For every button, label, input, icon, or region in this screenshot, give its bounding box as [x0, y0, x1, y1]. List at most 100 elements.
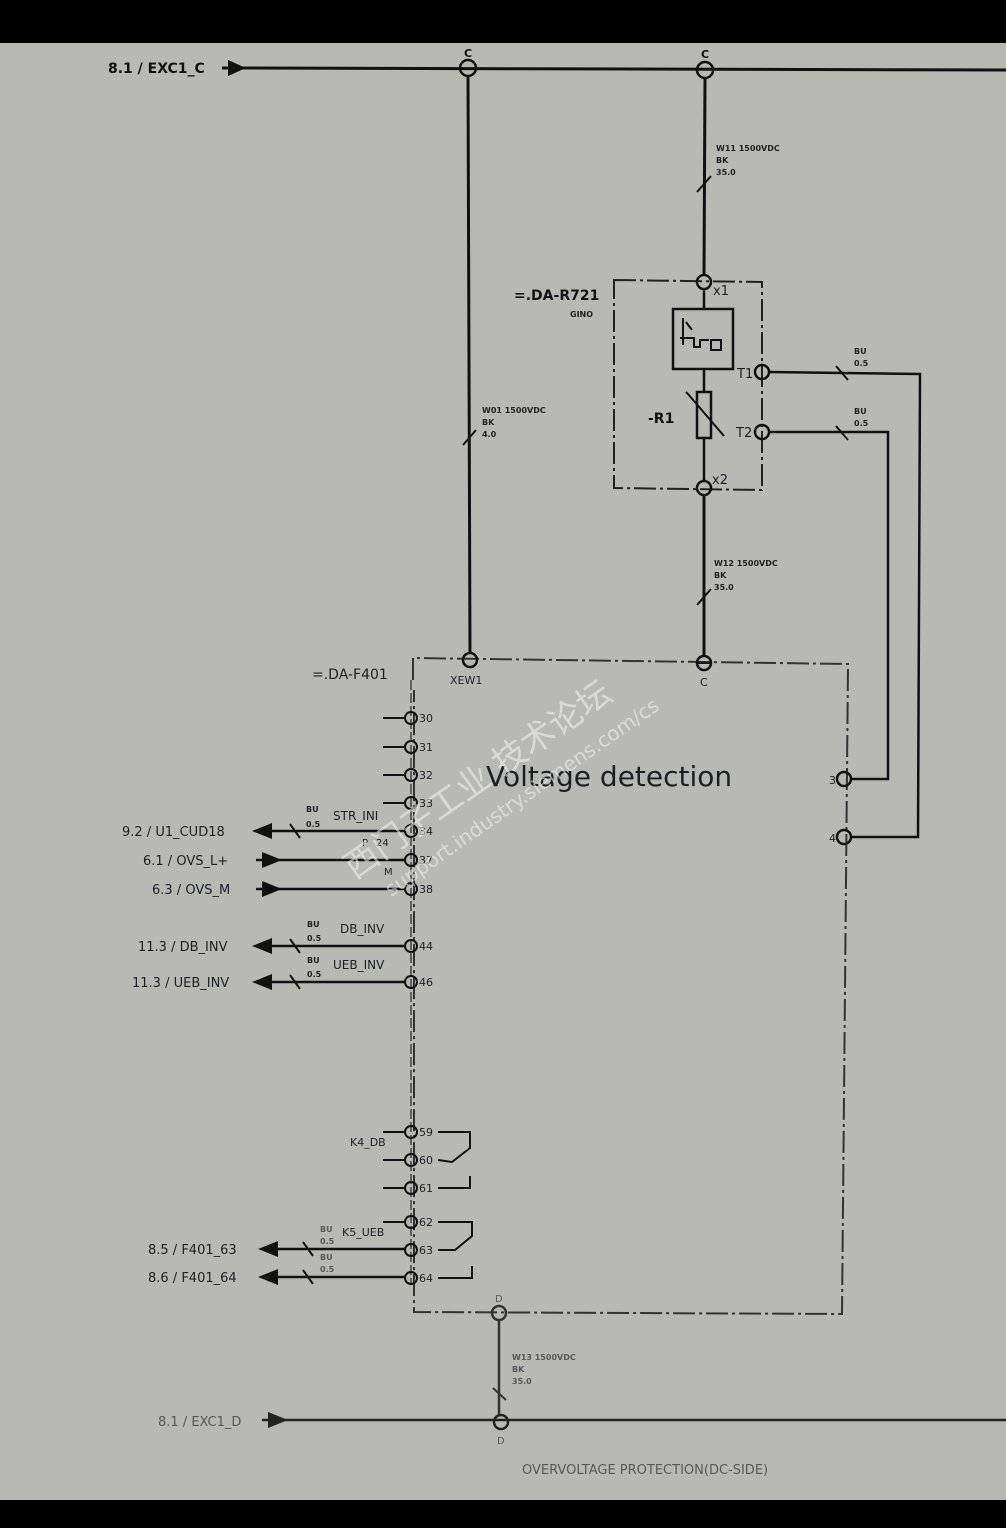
sheet-footer-title: OVERVOLTAGE PROTECTION(DC-SIDE) — [522, 1463, 768, 1478]
wire-extra: 24 — [376, 838, 389, 849]
terminal-61[interactable] — [404, 1181, 418, 1195]
cable-w11-id: W11 1500VDC — [716, 144, 780, 153]
schematic-diagram: 8.1 / EXC1_C C C W01 1500VDC BK 4.0 W11 … — [108, 47, 1006, 1478]
cable-w12: W12 1500VDC BK 35.0 — [696, 495, 778, 656]
cable-w12-color: BK — [714, 571, 727, 580]
terminal-62[interactable] — [404, 1215, 418, 1229]
cable-t1-color: BU — [854, 347, 867, 356]
terminal-44-label: 44 — [419, 940, 433, 953]
arrow-left-icon — [258, 1269, 278, 1285]
wire-extra: P — [362, 838, 368, 849]
terminal-32[interactable] — [404, 768, 418, 782]
terminal-4[interactable] — [835, 828, 853, 846]
terminal-3[interactable] — [835, 770, 853, 788]
terminal-xew1-label: XEW1 — [450, 674, 482, 687]
cable-w01-id: W01 1500VDC — [482, 406, 546, 415]
node-d-bottom[interactable] — [492, 1413, 510, 1431]
arrow-left-icon — [252, 974, 272, 990]
node-c-right-label: C — [701, 48, 709, 61]
cable-w11: W11 1500VDC BK 35.0 — [696, 77, 780, 275]
signal-u1-cud18[interactable]: 9.2 / U1_CUD18 BU 0.5 STR_INI P 24 — [122, 805, 405, 849]
wire-extra: M — [384, 867, 393, 878]
f401-name: =.DA-F401 — [312, 667, 388, 683]
wire-size: 0.5 — [307, 970, 322, 979]
cable-slash-icon — [289, 938, 301, 954]
wire-color: BU — [307, 920, 320, 929]
terminal-xew1[interactable] — [461, 651, 479, 669]
signal-ovs-l-plus[interactable]: 6.1 / OVS_L+ M — [143, 852, 405, 878]
terminal-37-label: 37 — [419, 854, 433, 867]
terminal-30[interactable] — [404, 711, 418, 725]
bottom-bus: 8.1 / EXC1_D D — [158, 1412, 1006, 1447]
cable-slash-icon — [289, 823, 301, 839]
cable-slash-icon — [302, 1241, 314, 1257]
cable-w11-color: BK — [716, 156, 729, 165]
terminal-33-label: 33 — [419, 797, 433, 810]
terminal-d-label: D — [495, 1294, 503, 1305]
cable-slash-icon — [462, 429, 477, 446]
arrow-left-icon — [258, 1241, 278, 1257]
terminal-x1-label: x1 — [713, 284, 729, 299]
terminal-59-label: 59 — [419, 1126, 433, 1139]
wire-name: UEB_INV — [333, 958, 385, 972]
arrow-left-icon — [252, 938, 272, 954]
signal-ref: 8.6 / F401_64 — [148, 1271, 237, 1286]
wire-name: STR_INI — [333, 809, 378, 823]
signal-db-inv[interactable]: 11.3 / DB_INV BU 0.5 DB_INV — [138, 920, 405, 955]
signal-f401-64[interactable]: 8.6 / F401_64 BU 0.5 — [148, 1253, 405, 1286]
signal-ref: 11.3 / UEB_INV — [132, 976, 229, 991]
relay-k4-label: K4_DB — [350, 1136, 386, 1149]
terminal-x2-label: x2 — [712, 473, 728, 488]
signal-f401-63[interactable]: 8.5 / F401_63 BU 0.5 — [148, 1225, 405, 1258]
terminal-62-label: 62 — [419, 1216, 433, 1229]
relay-k4-db: K4_DB — [350, 1131, 471, 1189]
cable-w01: W01 1500VDC BK 4.0 — [462, 75, 546, 655]
cable-w01-size: 4.0 — [482, 430, 497, 439]
cable-w12-size: 35.0 — [714, 583, 734, 592]
wire-name: DB_INV — [340, 922, 385, 936]
wire-color: BU — [320, 1253, 333, 1262]
terminal-59[interactable] — [404, 1125, 418, 1139]
cable-slash-icon — [835, 425, 849, 441]
terminal-t1-label: T1 — [736, 367, 753, 382]
bottom-bus-label: 8.1 / EXC1_D — [158, 1415, 241, 1430]
cable-w11-size: 35.0 — [716, 168, 736, 177]
terminal-c-label: C — [700, 676, 708, 689]
node-d-label: D — [497, 1436, 505, 1447]
terminal-t2-label: T2 — [735, 426, 752, 441]
cable-w01-color: BK — [482, 418, 495, 427]
signal-ovs-m[interactable]: 6.3 / OVS_M — [152, 881, 405, 898]
signal-ueb-inv[interactable]: 11.3 / UEB_INV BU 0.5 UEB_INV — [132, 956, 405, 991]
terminal-63-label: 63 — [419, 1244, 433, 1257]
terminal-x2[interactable] — [695, 479, 713, 497]
component-da-r721[interactable]: =.DA-R721 GINO x1 -R1 x2 T1 T2 — [514, 273, 771, 497]
cable-slash-icon — [696, 588, 712, 606]
cable-slash-icon — [696, 175, 712, 193]
terminal-31-label: 31 — [419, 741, 433, 754]
r721-name: =.DA-R721 — [514, 288, 599, 304]
signal-ref: 9.2 / U1_CUD18 — [122, 825, 225, 840]
r721-type: GINO — [570, 310, 593, 319]
signal-ref: 8.5 / F401_63 — [148, 1243, 237, 1258]
wire-color: BU — [307, 956, 320, 965]
terminal-3-label: 3 — [829, 774, 836, 787]
cable-slash-icon — [302, 1269, 314, 1285]
terminal-46-label: 46 — [419, 976, 433, 989]
cable-w13-id: W13 1500VDC — [512, 1353, 576, 1362]
wire-size: 0.5 — [320, 1237, 335, 1246]
terminal-33[interactable] — [404, 796, 418, 810]
terminal-31[interactable] — [404, 740, 418, 754]
wire-size: 0.5 — [306, 820, 321, 829]
terminal-32-label: 32 — [419, 769, 433, 782]
terminal-34-label: 34 — [419, 825, 433, 838]
terminal-60[interactable] — [404, 1153, 418, 1167]
cable-t2-color: BU — [854, 407, 867, 416]
wire-color: BU — [320, 1225, 333, 1234]
cable-t2-size: 0.5 — [854, 419, 869, 428]
terminal-30-label: 30 — [419, 712, 433, 725]
terminal-strip: 30 31 32 33 34 37 38 44 46 — [383, 680, 433, 1285]
relay-k5-ueb: K5_UEB — [342, 1221, 473, 1279]
varistor-r1-icon — [695, 390, 713, 440]
component-da-f401[interactable]: =.DA-F401 XEW1 C Voltage detection 3 4 3… — [312, 651, 853, 1316]
schematic-sheet: 8.1 / EXC1_C C C W01 1500VDC BK 4.0 W11 … — [0, 43, 1006, 1500]
